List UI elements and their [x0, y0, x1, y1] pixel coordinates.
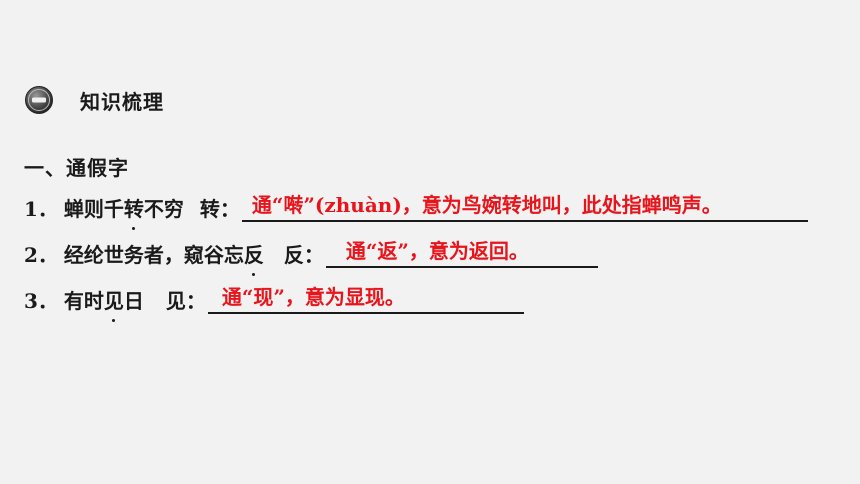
item-number: 3． [24, 289, 58, 313]
item-number: 1． [24, 197, 58, 221]
answer-text: 通“啭”(zhuàn)，意为鸟婉转地叫，此处指蝉鸣声。 [251, 193, 722, 217]
item-number: 2． [24, 243, 58, 267]
item-text-pre: 经纶世务者，窥谷忘 [63, 243, 244, 267]
item-key: 见： [165, 289, 206, 313]
header-title: 知识梳理 [80, 89, 164, 114]
item-text-post: 不穷 [143, 197, 184, 221]
answer-blank: 通“啭”(zhuàn)，意为鸟婉转地叫，此处指蝉鸣声。 [241, 193, 808, 222]
list-item-3: 3． 有时 见 日 见： 通“现”，意为显现。 [24, 284, 524, 322]
answer-blank: 通“现”，意为显现。 [207, 285, 524, 314]
section-header: 知识梳理 [24, 84, 164, 116]
item-key: 反： [283, 243, 324, 267]
item-key: 转： [199, 197, 240, 221]
list-item-2: 2． 经纶世务者，窥谷忘 反 反： 通“返”，意为返回。 [24, 238, 598, 276]
section-title: 一、通假字 [24, 156, 129, 180]
circle-minus-icon [24, 85, 54, 115]
item-text-post: 日 [123, 289, 144, 313]
dotted-character: 反 [244, 239, 264, 276]
item-text-pre: 有时 [63, 289, 104, 313]
dotted-character: 转 [124, 193, 144, 230]
answer-blank: 通“返”，意为返回。 [325, 239, 598, 268]
answer-text: 通“返”，意为返回。 [345, 239, 529, 263]
answer-text: 通“现”，意为显现。 [221, 285, 405, 309]
list-item-1: 1． 蝉则千 转 不穷 转： 通“啭”(zhuàn)，意为鸟婉转地叫，此处指蝉鸣… [24, 192, 808, 230]
item-text-pre: 蝉则千 [63, 197, 124, 221]
dotted-character: 见 [104, 285, 124, 322]
